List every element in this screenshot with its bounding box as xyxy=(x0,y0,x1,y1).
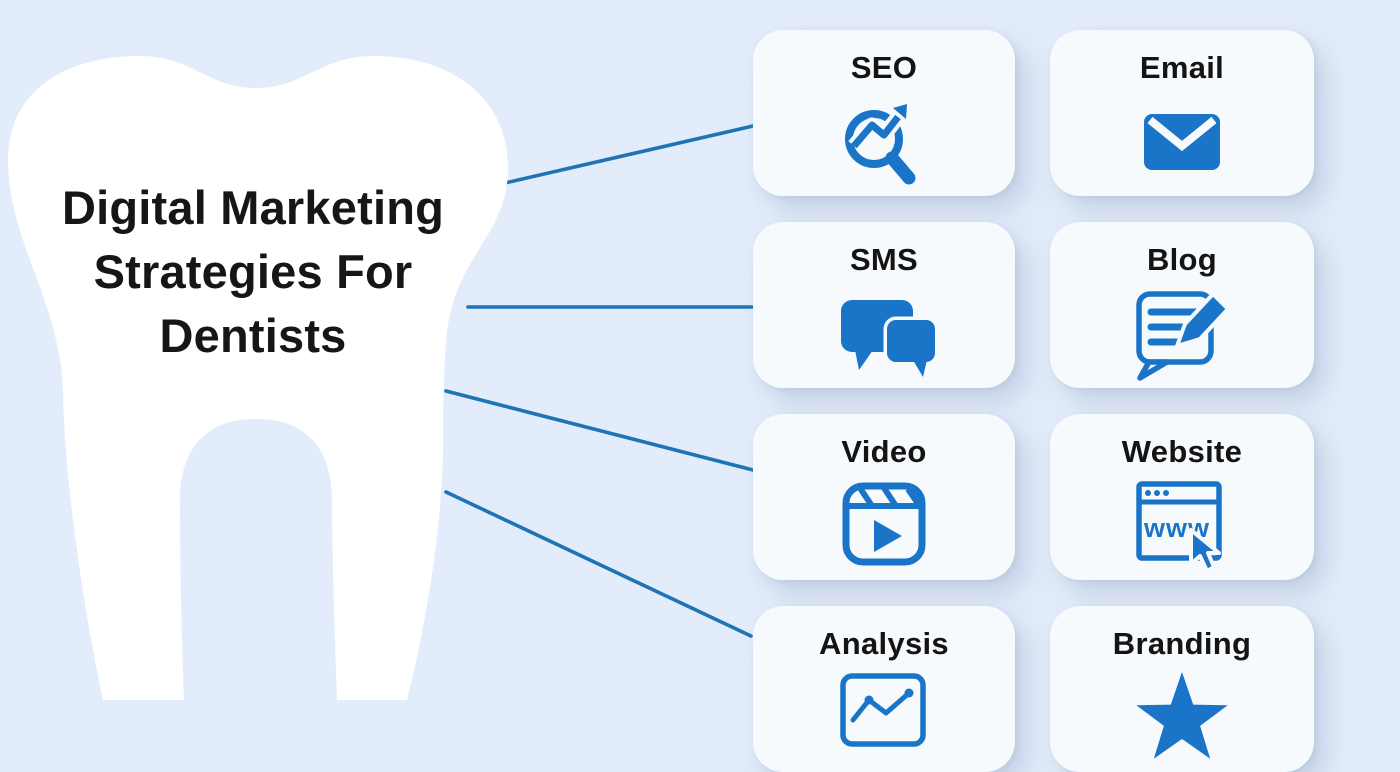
sms-chat-bubbles-icon xyxy=(841,300,939,381)
card-seo: SEO xyxy=(753,30,1015,196)
connector-line-seo xyxy=(503,124,755,185)
card-analysis: Analysis xyxy=(753,606,1015,772)
video-reels-play-icon xyxy=(842,482,926,566)
connector-line-video xyxy=(444,389,755,472)
card-email: Email xyxy=(1050,30,1314,196)
title-line-3: Dentists xyxy=(159,309,347,362)
tooth-shape xyxy=(8,56,508,700)
card-label-branding: Branding xyxy=(1112,626,1252,661)
seo-magnifier-growth-icon xyxy=(845,104,916,185)
title-line-1: Digital Marketing xyxy=(61,181,445,234)
card-label-seo: SEO xyxy=(850,50,918,85)
background-art xyxy=(8,56,755,700)
branding-star-icon xyxy=(1136,672,1228,759)
infographic-canvas: Digital Marketing Strategies For Dentist… xyxy=(8,30,1314,772)
card-website: Website www xyxy=(1050,414,1314,580)
analysis-line-chart-icon xyxy=(840,673,926,747)
email-envelope-icon xyxy=(1144,114,1220,170)
title-line-2: Strategies For xyxy=(93,245,413,298)
strategy-cards-grid: SEO Email SMS xyxy=(753,30,1314,772)
card-label-website: Website xyxy=(1121,434,1243,469)
card-label-email: Email xyxy=(1139,50,1225,85)
website-browser-cursor-icon: www xyxy=(1136,481,1222,573)
card-label-video: Video xyxy=(841,434,927,469)
blog-post-pencil-icon xyxy=(1136,291,1230,381)
card-label-blog: Blog xyxy=(1146,242,1218,277)
card-branding: Branding xyxy=(1050,606,1314,772)
card-blog: Blog xyxy=(1050,222,1314,388)
card-label-sms: SMS xyxy=(849,242,919,277)
page-title: Digital Marketing Strategies For Dentist… xyxy=(20,176,486,368)
connector-lines xyxy=(444,124,755,638)
card-label-analysis: Analysis xyxy=(819,626,949,661)
connector-line-analysis xyxy=(444,490,753,638)
card-sms: SMS xyxy=(753,222,1015,388)
card-video: Video xyxy=(753,414,1015,580)
